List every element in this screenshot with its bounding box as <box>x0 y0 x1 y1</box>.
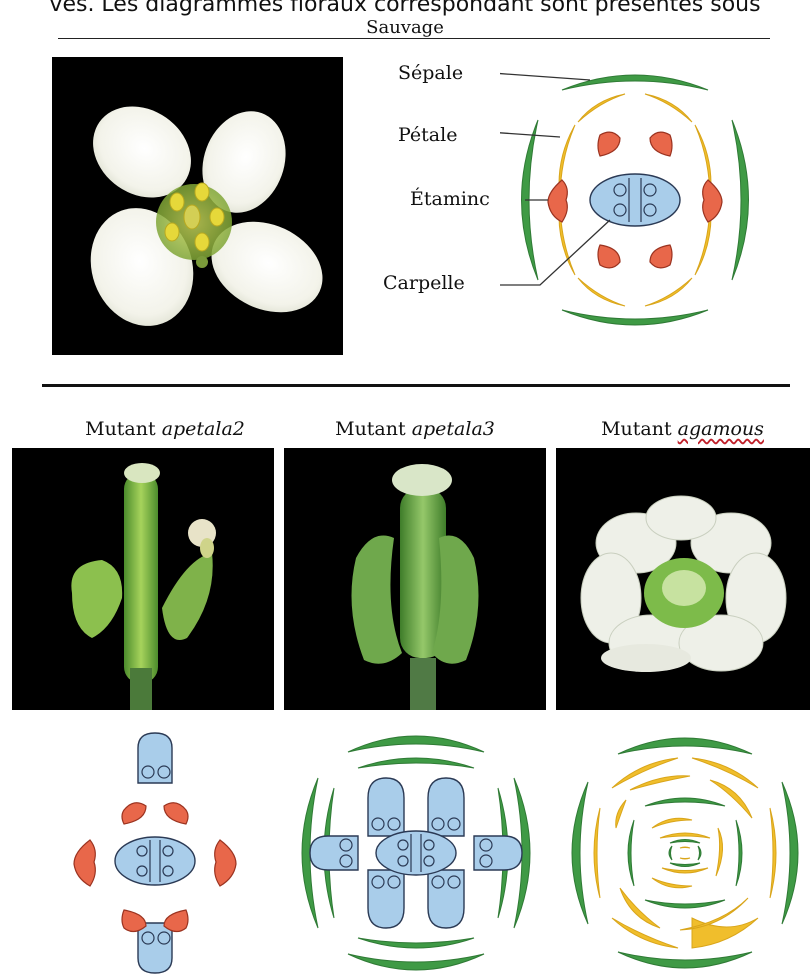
sepal-bottom <box>562 310 708 325</box>
wild-floral-diagram <box>500 60 770 345</box>
mutant-title-apetala2: Mutant apetala2 <box>52 418 278 440</box>
mutant-prefix: Mutant <box>601 418 672 440</box>
cut-off-caption-text: ves. Les diagrammes floraux correspondan… <box>0 0 810 17</box>
label-sepale: Sépale <box>398 62 463 84</box>
wild-flower-photo <box>52 57 343 355</box>
label-etamine: Étaminc <box>410 188 490 210</box>
section-divider <box>42 384 790 387</box>
label-carpelle: Carpelle <box>383 272 465 294</box>
mutant-title-apetala3: Mutant apetala3 <box>284 418 546 440</box>
mutant-name: apetala3 <box>412 418 495 440</box>
mutant-prefix: Mutant <box>85 418 156 440</box>
apetala2-floral-diagram <box>60 728 250 978</box>
agamous-flower-photo <box>556 448 810 710</box>
sepal-right <box>732 120 749 280</box>
mutant-name: apetala2 <box>162 418 245 440</box>
apetala3-flower-photo <box>284 448 546 710</box>
agamous-floral-diagram <box>560 728 810 978</box>
mutant-prefix: Mutant <box>335 418 406 440</box>
top-divider <box>58 38 770 39</box>
section-title-wild: Sauvage <box>355 17 455 38</box>
mutant-title-agamous: Mutant agamous <box>555 418 810 440</box>
apetala2-flower-photo <box>12 448 274 710</box>
wild-carpel <box>590 174 680 226</box>
mutant-name: agamous <box>678 418 764 440</box>
sepal-top <box>562 75 708 90</box>
apetala3-floral-diagram <box>288 728 544 978</box>
label-petale: Pétale <box>398 124 457 146</box>
